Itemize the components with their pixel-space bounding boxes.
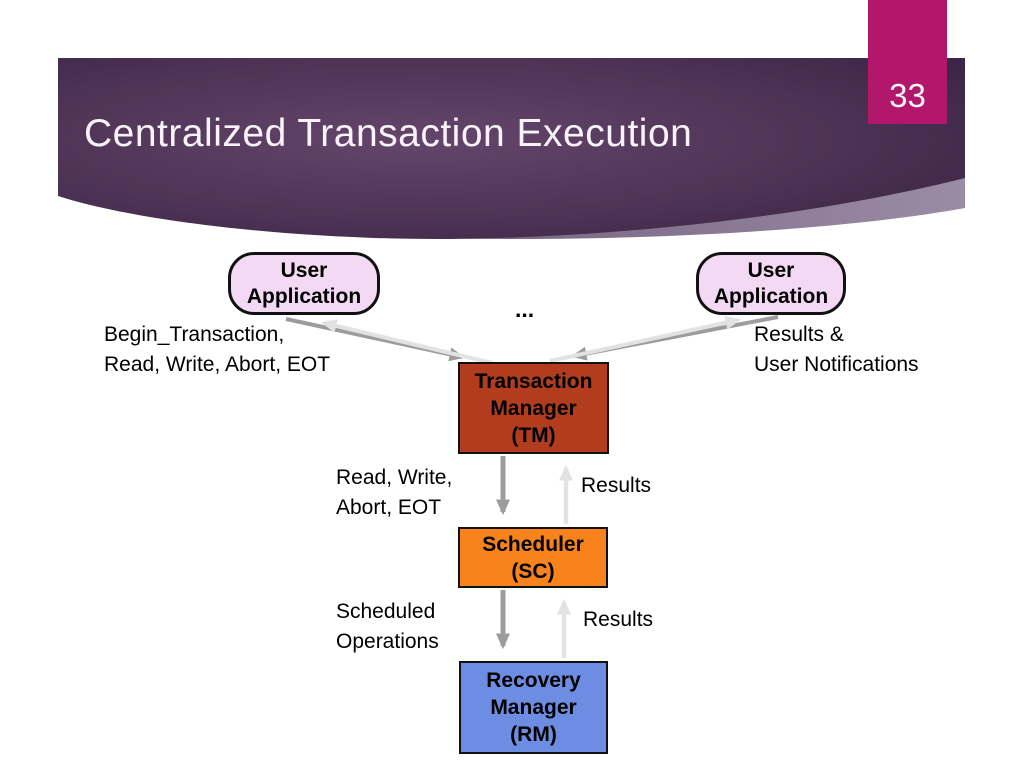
node-recovery-manager: Recovery Manager (RM)	[459, 661, 608, 754]
slide-title: Centralized Transaction Execution	[84, 112, 693, 155]
header-banner	[58, 58, 965, 240]
node-user-application-right: User Application	[696, 252, 846, 315]
label-begin-transaction: Begin_Transaction, Read, Write, Abort, E…	[104, 323, 331, 376]
node-user-application-left: User Application	[228, 252, 380, 315]
arrow-tm-to-right-app	[549, 315, 742, 363]
label-results-sc-rm: Results	[583, 608, 654, 631]
ellipsis-more-apps: ...	[515, 296, 535, 322]
page-number: 33	[889, 77, 926, 114]
label-results-user-notifications: Results & User Notifications	[754, 323, 919, 376]
arrow-right-app-to-tm	[570, 315, 779, 361]
node-transaction-manager: Transaction Manager (TM)	[458, 362, 609, 454]
page-number-tab: 33	[868, 0, 947, 124]
label-results-tm-sc: Results	[581, 474, 652, 497]
label-scheduled-operations: Scheduled Operations	[336, 600, 439, 653]
label-read-write-abort-eot: Read, Write, Abort, EOT	[336, 466, 453, 519]
header-swoosh	[430, 168, 965, 240]
node-scheduler: Scheduler (SC)	[458, 527, 608, 588]
arrow-tm-to-left-app	[320, 319, 493, 365]
header-shape	[58, 58, 965, 240]
